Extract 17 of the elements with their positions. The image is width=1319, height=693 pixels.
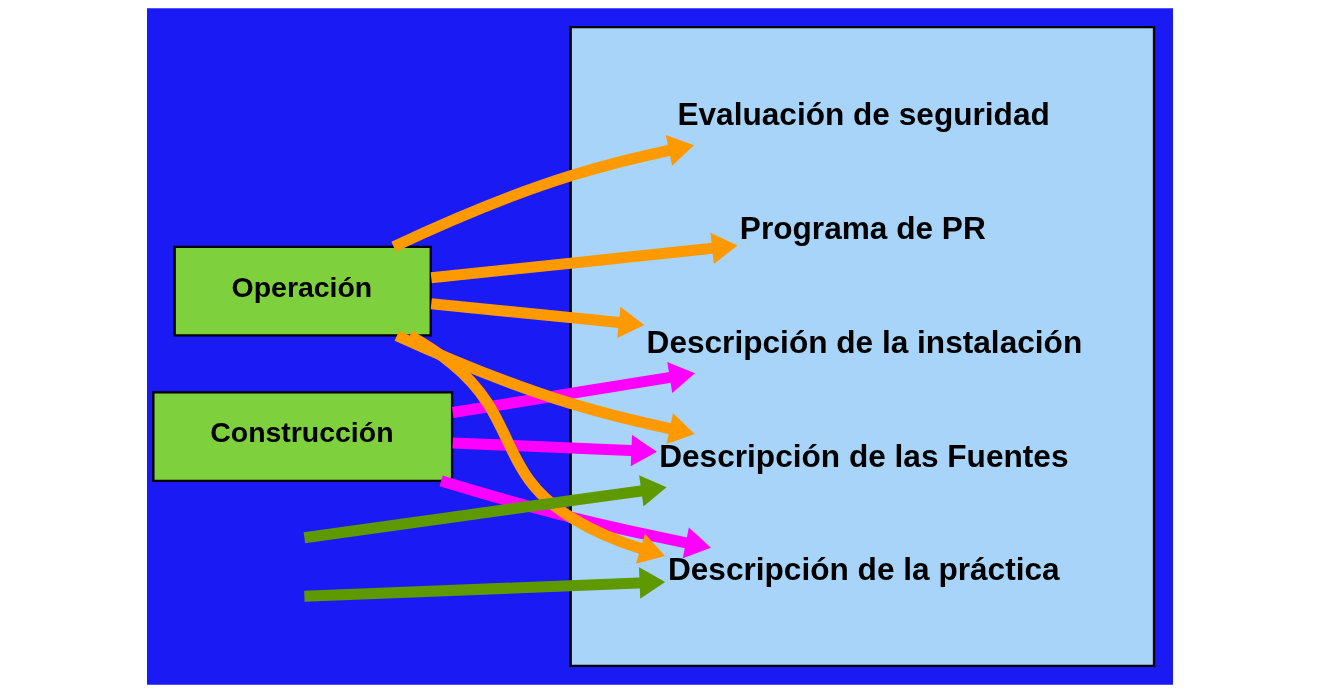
node-text: Programa de PR	[739, 210, 986, 246]
arrow	[451, 361, 695, 419]
arrow	[390, 135, 694, 252]
arrow	[430, 232, 738, 284]
arrow	[394, 330, 695, 445]
node-box: Construcción	[151, 391, 453, 483]
cluster	[569, 25, 1155, 668]
node-text: Descripción de las Fuentes	[658, 437, 1069, 474]
arrow	[451, 434, 657, 467]
arrow	[439, 475, 711, 559]
node-text: Descripción de la instalación	[646, 323, 1082, 360]
arrow	[303, 475, 667, 544]
node-box: Operación	[173, 245, 432, 337]
arrow	[430, 298, 644, 339]
node-text: Evaluación de seguridad	[676, 96, 1050, 133]
node-text: Descripción de la práctica	[667, 551, 1060, 588]
arrow	[303, 567, 665, 602]
